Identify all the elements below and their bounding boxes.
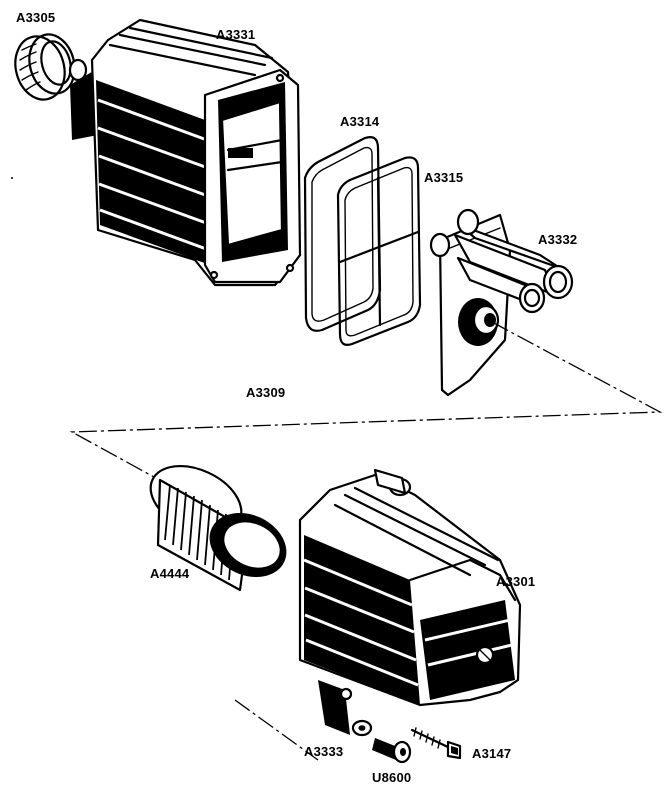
part-a3305-threaded-ring — [14, 33, 76, 101]
label-a3315: A3315 — [424, 170, 464, 185]
part-a3333-washer — [351, 719, 373, 737]
label-a3314: A3314 — [340, 114, 380, 129]
label-a4444: A4444 — [150, 566, 190, 581]
label-u8600: U8600 — [372, 770, 412, 785]
label-a3301: A3301 — [496, 574, 536, 589]
label-a3332: A3332 — [538, 232, 578, 247]
label-a3147: A3147 — [472, 746, 512, 761]
label-a3333: A3333 — [304, 744, 344, 759]
part-a3315-screen-frame — [336, 156, 422, 346]
part-a3331-upper-housing — [68, 18, 302, 287]
part-a3301-lower-housing — [298, 468, 522, 735]
part-a3332-inlet-plate — [429, 208, 574, 397]
part-a3147-screw — [410, 727, 462, 760]
alignment-line-a3309 — [69, 321, 663, 761]
part-a4444-filter-element — [149, 464, 287, 592]
part-u8600-bolt — [372, 738, 412, 764]
label-a3305: A3305 — [16, 10, 56, 25]
part-a3314-gasket — [303, 136, 382, 332]
label-a3309: A3309 — [246, 385, 286, 400]
label-a3331: A3331 — [216, 27, 256, 42]
